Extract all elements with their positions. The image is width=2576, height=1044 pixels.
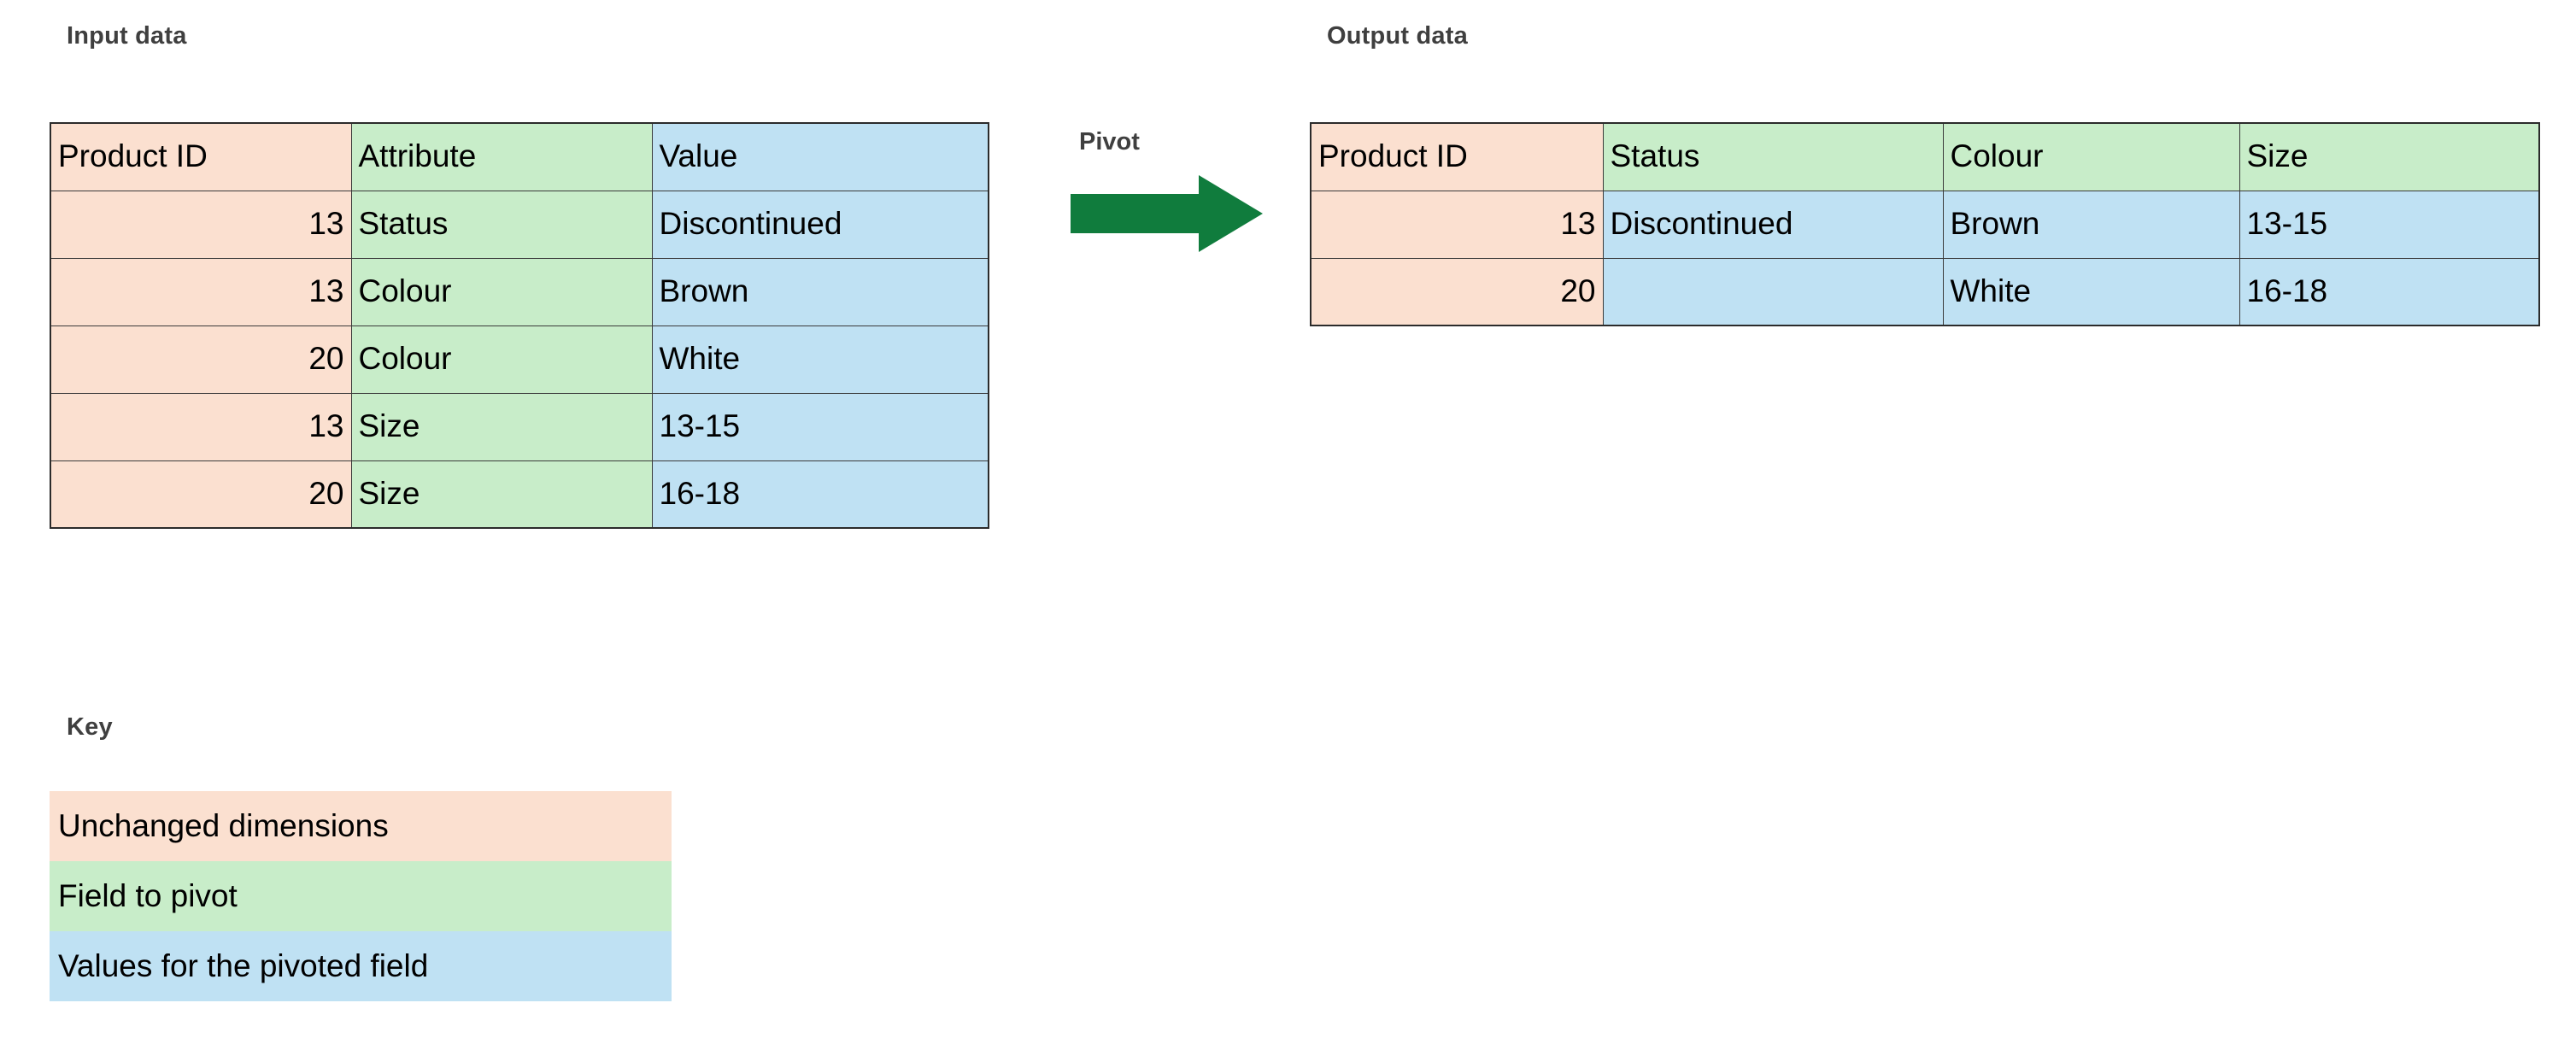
cell-value: Discontinued [651, 190, 989, 259]
cell-product-id: 13 [50, 190, 352, 259]
cell-status [1602, 257, 1944, 326]
cell-product-id: 13 [50, 392, 352, 461]
key-item-pivoted-values: Values for the pivoted field [50, 931, 672, 1001]
column-header-attribute: Attribute [350, 122, 653, 191]
pivot-label: Pivot [1079, 128, 1140, 155]
column-header-value: Value [651, 122, 989, 191]
key-item-unchanged-dimensions: Unchanged dimensions [50, 791, 672, 861]
key-item-field-to-pivot: Field to pivot [50, 861, 672, 931]
pivot-transform-indicator: Pivot [1071, 128, 1263, 252]
cell-colour: White [1942, 257, 2240, 326]
output-data-title: Output data [1327, 22, 1468, 50]
column-header-product-id: Product ID [50, 122, 352, 191]
table-row: 13 Size 13-15 [50, 392, 989, 461]
key-title: Key [67, 713, 113, 741]
cell-attribute: Colour [350, 257, 653, 326]
column-header-size: Size [2239, 122, 2540, 191]
table-row: 20 Colour White [50, 325, 989, 394]
cell-attribute: Status [350, 190, 653, 259]
input-data-title: Input data [67, 22, 187, 50]
cell-value: 13-15 [651, 392, 989, 461]
cell-attribute: Size [350, 392, 653, 461]
table-row: 20 Size 16-18 [50, 460, 989, 529]
input-data-table: Product ID Attribute Value 13 Status Dis… [50, 122, 989, 529]
cell-attribute: Colour [350, 325, 653, 394]
table-header-row: Product ID Status Colour Size [1310, 122, 2540, 191]
key-item-label: Values for the pivoted field [58, 948, 429, 983]
cell-status: Discontinued [1602, 190, 1944, 259]
column-header-colour: Colour [1942, 122, 2240, 191]
cell-product-id: 20 [50, 460, 352, 529]
table-row: 13 Colour Brown [50, 257, 989, 326]
cell-value: Brown [651, 257, 989, 326]
cell-product-id: 20 [50, 325, 352, 394]
table-row: 20 White 16-18 [1310, 257, 2540, 326]
table-row: 13 Status Discontinued [50, 190, 989, 259]
cell-value: White [651, 325, 989, 394]
cell-attribute: Size [350, 460, 653, 529]
column-header-status: Status [1602, 122, 1944, 191]
cell-colour: Brown [1942, 190, 2240, 259]
cell-product-id: 13 [1310, 190, 1604, 259]
table-header-row: Product ID Attribute Value [50, 122, 989, 191]
cell-product-id: 20 [1310, 257, 1604, 326]
column-header-product-id: Product ID [1310, 122, 1604, 191]
right-arrow-icon [1071, 175, 1263, 252]
key-legend: Unchanged dimensions Field to pivot Valu… [50, 791, 672, 1001]
key-item-label: Field to pivot [58, 878, 238, 913]
cell-value: 16-18 [651, 460, 989, 529]
output-table-body: Product ID Status Colour Size 13 Discont… [1310, 122, 2540, 326]
cell-product-id: 13 [50, 257, 352, 326]
key-item-label: Unchanged dimensions [58, 808, 389, 843]
cell-size: 13-15 [2239, 190, 2540, 259]
table-row: 13 Discontinued Brown 13-15 [1310, 190, 2540, 259]
cell-size: 16-18 [2239, 257, 2540, 326]
output-data-table: Product ID Status Colour Size 13 Discont… [1310, 122, 2540, 326]
input-table-body: Product ID Attribute Value 13 Status Dis… [50, 122, 989, 529]
